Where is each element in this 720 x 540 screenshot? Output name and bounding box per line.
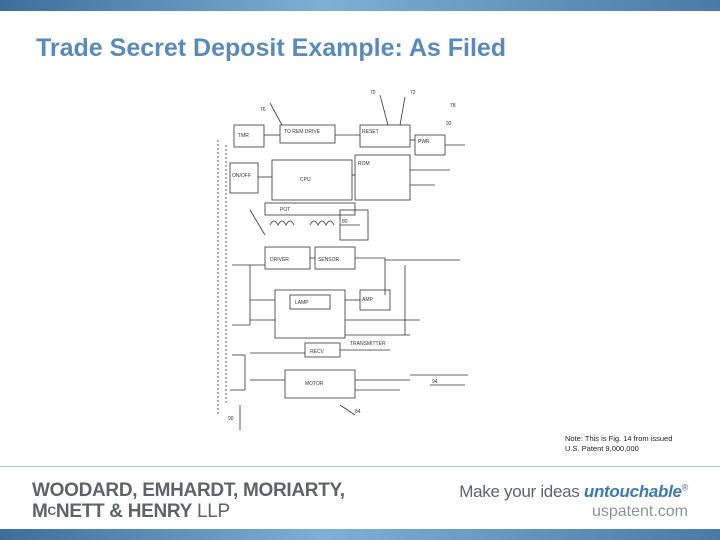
firm-tagline: Make your ideas untouchable® — [459, 482, 688, 501]
firm-name-line1: WOODARD, EMHARDT, MORIARTY, — [32, 480, 345, 501]
fig-label: PWR — [418, 139, 430, 145]
fig-label: RESET — [362, 129, 379, 135]
fig-label: LAMP — [295, 300, 309, 306]
fig-label: 72 — [410, 90, 416, 96]
slide-title: Trade Secret Deposit Example: As Filed — [36, 34, 507, 62]
figure-note-line: U.S. Patent 9,000,000 — [565, 444, 639, 453]
fig-label: TO REM DRIVE — [284, 129, 321, 135]
fig-label: 80 — [342, 219, 348, 225]
fig-label: POT — [280, 207, 290, 213]
fig-label: 78 — [450, 103, 456, 109]
figure-note-line: Note: This is Fig. 14 from issued — [565, 434, 673, 443]
fig-label: ROM — [358, 161, 370, 167]
firm-logo: WOODARD, EMHARDT, MORIARTY, MCNETT & HEN… — [32, 480, 345, 522]
fig-label: TRANSMITTER — [350, 341, 386, 347]
fig-label: 90 — [228, 416, 234, 422]
fig-label: 70 — [370, 90, 376, 96]
footer-divider — [0, 466, 720, 467]
fig-label: CPU — [300, 177, 311, 183]
fig-label: 92 — [446, 121, 452, 127]
firm-url[interactable]: uspatent.com — [591, 503, 688, 520]
bottom-accent-bar — [0, 529, 720, 540]
fig-label: AMP — [362, 297, 374, 303]
fig-label: SENSOR — [318, 257, 340, 263]
fig-label: 84 — [355, 409, 361, 415]
patent-figure-schematic: 70 72 76 78 TMR TO REM DRIVE RESET PWR O… — [217, 90, 468, 430]
figure-note: Note: This is Fig. 14 from issued U.S. P… — [565, 434, 705, 454]
fig-label: 94 — [432, 379, 438, 385]
fig-label: ON/OFF — [232, 173, 251, 179]
top-accent-bar — [0, 0, 720, 11]
fig-label: 76 — [260, 107, 266, 113]
fig-label: DRIVER — [270, 257, 289, 263]
fig-label: MOTOR — [305, 381, 324, 387]
fig-label: RECV — [310, 349, 325, 355]
firm-name-line2: MCNETT & HENRY LLP — [32, 501, 230, 522]
fig-label: TMR — [238, 133, 249, 139]
